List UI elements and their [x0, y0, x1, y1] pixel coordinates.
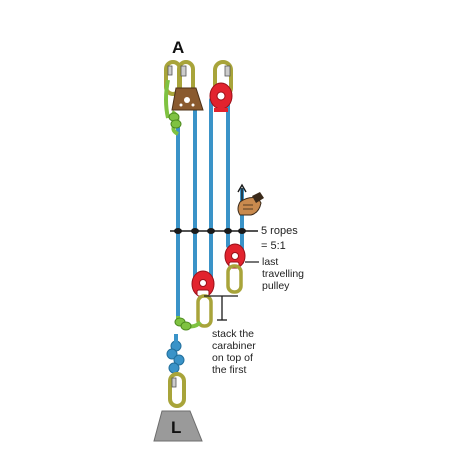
travelling-pulley-icon: [224, 243, 246, 269]
load-carabiner: [168, 372, 186, 408]
ratio-label: = 5:1: [261, 240, 286, 252]
lower-pulley-carabiner: [196, 294, 213, 328]
hand-icon: [237, 192, 264, 216]
knot-icon: [166, 340, 185, 374]
stack-note-line: the first: [212, 364, 247, 376]
anchor-label: A: [172, 38, 185, 57]
load-label: L: [171, 418, 182, 437]
knot-icon: [168, 112, 182, 129]
travelling-pulley-carabiner: [226, 264, 243, 294]
anchor-plate-icon: [171, 87, 204, 111]
carabiner-gates: [167, 65, 231, 77]
pulley-note-line: travelling: [262, 268, 305, 280]
stack-note-line: stack the: [212, 328, 255, 340]
stack-note-line: on top of: [212, 352, 253, 364]
lower-pulley-icon: [191, 270, 215, 298]
pulley-icon: [209, 82, 233, 112]
load-weight-icon: [153, 410, 203, 442]
rope-count-line: [170, 228, 258, 234]
knot-icon: [174, 317, 192, 331]
stack-note-line: carabiner: [212, 340, 256, 352]
pulley-note-line: pulley: [262, 280, 290, 292]
pulley-note-line: last: [262, 256, 279, 268]
stack-indicator: [204, 295, 238, 321]
carabiner-icon: [168, 372, 186, 408]
ropes-label: 5 ropes: [261, 225, 298, 237]
